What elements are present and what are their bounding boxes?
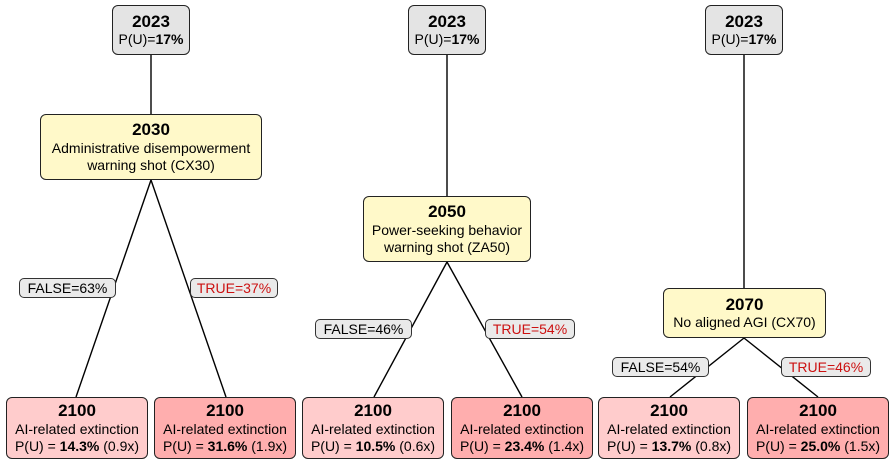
tree2-true-leaf: 2100 AI-related extinction P(U) = 23.4% … <box>451 397 593 459</box>
tree1-event-line1: Administrative disempowerment <box>51 139 251 156</box>
tree2-false-leaf: 2100 AI-related extinction P(U) = 10.5% … <box>302 397 444 459</box>
tree2-false-leaf-year: 2100 <box>354 401 392 421</box>
tree3-root-year: 2023 <box>725 11 763 31</box>
tree1-true-label: TRUE=37% <box>190 278 278 298</box>
tree3-true-leaf-prefix: P(U) = <box>755 437 801 454</box>
tree2-true-leaf-prob: 23.4% <box>504 437 545 454</box>
tree3-false-leaf-title: AI-related extinction <box>607 420 731 437</box>
tree2-true-leaf-ratio: (1.4x) <box>548 437 585 454</box>
tree2-true-leaf-prefix: P(U) = <box>459 437 505 454</box>
tree2-true-leaf-year: 2100 <box>503 401 541 421</box>
tree2-event-year: 2050 <box>428 202 466 222</box>
tree1-false-leaf: 2100 AI-related extinction P(U) = 14.3% … <box>6 397 148 459</box>
tree3-false-label: FALSE=54% <box>612 357 709 377</box>
tree2-true-label: TRUE=54% <box>485 319 575 339</box>
tree3-false-leaf: 2100 AI-related extinction P(U) = 13.7% … <box>598 397 740 459</box>
tree3-root-prefix: P(U)= <box>711 31 749 48</box>
tree2-false-label: FALSE=46% <box>315 319 412 339</box>
tree3-true-label: TRUE=46% <box>781 357 871 377</box>
tree2-event-node: 2050 Power-seeking behavior warning shot… <box>363 196 531 262</box>
tree1-event-line2: warning shot (CX30) <box>87 156 215 173</box>
tree1-true-leaf-title: AI-related extinction <box>163 420 287 437</box>
tree3-root-value: 17% <box>748 31 777 48</box>
tree1-root-node: 2023 P(U)=17% <box>112 5 190 55</box>
tree2-event-line2: warning shot (ZA50) <box>383 238 511 255</box>
tree1-true-leaf-prefix: P(U) = <box>162 437 208 454</box>
tree3-true-leaf-prob: 25.0% <box>800 437 841 454</box>
edge-tree1-true <box>150 179 227 398</box>
tree3-event-year: 2070 <box>725 294 764 314</box>
tree1-root-year: 2023 <box>132 11 170 31</box>
tree1-event-node: 2030 Administrative disempowerment warni… <box>40 114 262 180</box>
tree2-root-node: 2023 P(U)=17% <box>408 5 486 55</box>
tree2-true-leaf-title: AI-related extinction <box>460 420 584 437</box>
tree2-root-prefix: P(U)= <box>414 31 452 48</box>
tree1-false-leaf-prefix: P(U) = <box>14 437 60 454</box>
tree3-false-leaf-ratio: (0.8x) <box>695 437 732 454</box>
tree3-false-leaf-year: 2100 <box>650 401 688 421</box>
tree1-false-leaf-ratio: (0.9x) <box>103 437 140 454</box>
tree1-root-prefix: P(U)= <box>118 31 156 48</box>
tree1-false-leaf-prob: 14.3% <box>59 437 100 454</box>
tree1-false-leaf-title: AI-related extinction <box>15 420 139 437</box>
edge-tree2-true <box>446 261 523 398</box>
tree3-true-leaf-ratio: (1.5x) <box>844 437 881 454</box>
tree1-root-value: 17% <box>155 31 184 48</box>
tree3-root-node: 2023 P(U)=17% <box>705 5 783 55</box>
tree2-root-year: 2023 <box>428 11 466 31</box>
tree3-true-leaf-title: AI-related extinction <box>756 420 880 437</box>
tree2-event-line1: Power-seeking behavior <box>371 221 523 238</box>
tree1-false-leaf-year: 2100 <box>58 401 96 421</box>
tree3-true-leaf: 2100 AI-related extinction P(U) = 25.0% … <box>747 397 889 459</box>
tree2-false-leaf-title: AI-related extinction <box>311 420 435 437</box>
tree3-false-leaf-prefix: P(U) = <box>606 437 652 454</box>
tree2-false-leaf-prefix: P(U) = <box>310 437 356 454</box>
tree3-event-line1: No aligned AGI (CX70) <box>673 314 816 331</box>
tree3-event-node: 2070 No aligned AGI (CX70) <box>663 288 826 338</box>
tree2-root-value: 17% <box>451 31 480 48</box>
tree3-false-leaf-prob: 13.7% <box>651 437 692 454</box>
tree1-true-leaf-year: 2100 <box>206 401 244 421</box>
tree1-event-year: 2030 <box>132 120 170 140</box>
tree2-false-leaf-prob: 10.5% <box>355 437 396 454</box>
tree1-true-leaf: 2100 AI-related extinction P(U) = 31.6% … <box>154 397 296 459</box>
tree1-true-leaf-prob: 31.6% <box>207 437 248 454</box>
tree1-true-leaf-ratio: (1.9x) <box>251 437 288 454</box>
tree1-false-label: FALSE=63% <box>19 278 116 298</box>
tree2-false-leaf-ratio: (0.6x) <box>399 437 436 454</box>
tree3-true-leaf-year: 2100 <box>799 401 837 421</box>
